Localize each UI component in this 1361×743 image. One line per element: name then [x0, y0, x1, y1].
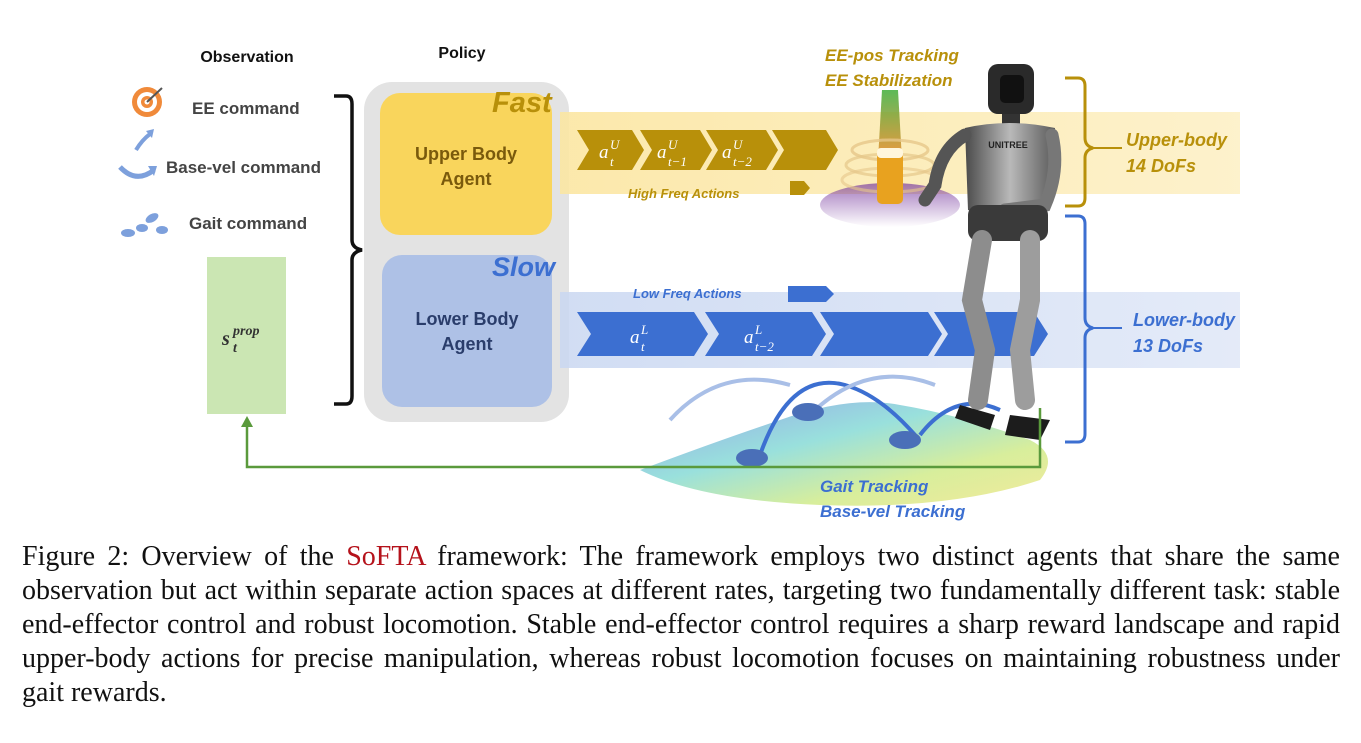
- upper-body-agent-box: [380, 93, 552, 235]
- terrain-illustration: [640, 374, 1048, 506]
- curved-arrow-icon: [118, 129, 157, 179]
- observation-item-ee: EE command: [192, 99, 300, 118]
- svg-text:a: a: [722, 142, 732, 163]
- upper-body-label: Upper-body: [1126, 130, 1228, 150]
- svg-text:L: L: [640, 322, 648, 337]
- upper-body-dofs: 14 DoFs: [1126, 156, 1196, 176]
- beer-glass-icon: [877, 152, 903, 204]
- lower-agent-line2: Agent: [442, 334, 493, 354]
- state-symbol: s: [221, 328, 230, 350]
- svg-text:t: t: [610, 154, 614, 169]
- lower-body-agent-box: [382, 255, 552, 407]
- fast-label: Fast: [492, 87, 553, 119]
- svg-text:a: a: [657, 142, 667, 163]
- observation-item-gait: Gait command: [189, 214, 307, 233]
- state-superscript: prop: [232, 324, 259, 339]
- lower-action-token-t: a t L: [630, 322, 648, 354]
- proprio-state-box: [207, 257, 286, 414]
- footprints-icon: [121, 213, 168, 237]
- svg-text:t: t: [641, 339, 645, 354]
- base-vel-tracking-label: Base-vel Tracking: [820, 502, 966, 521]
- lower-action-chevron: [577, 312, 708, 356]
- low-freq-arrow: [788, 286, 834, 302]
- observation-item-base-vel: Base-vel command: [166, 158, 321, 177]
- svg-text:U: U: [668, 137, 679, 152]
- state-subscript: t: [233, 341, 238, 356]
- caption-highlight-link[interactable]: SoFTA: [346, 541, 425, 572]
- upper-agent-line1: Upper Body: [415, 144, 517, 164]
- high-freq-label: High Freq Actions: [628, 186, 739, 201]
- lower-body-dofs: 13 DoFs: [1133, 336, 1203, 356]
- feedback-loop-arrow: [241, 408, 1042, 469]
- upper-action-chevrons: [577, 130, 838, 195]
- caption-body: framework: The framework employs two dis…: [22, 541, 1340, 708]
- svg-text:U: U: [733, 137, 744, 152]
- upper-action-token-t-2: a t−2 U: [722, 137, 752, 169]
- upper-action-chevron: [706, 130, 778, 170]
- upper-action-chevron: [577, 130, 644, 170]
- lower-action-token-t-2: a t−2 L: [744, 322, 774, 354]
- robot-logo: UNITREE: [988, 140, 1028, 150]
- svg-text:a: a: [744, 327, 754, 348]
- svg-text:t−2: t−2: [733, 154, 752, 169]
- upper-action-chevron: [640, 130, 712, 170]
- ee-pos-tracking-label: EE-pos Tracking: [825, 46, 959, 65]
- caption-prefix: Figure 2: Overview of the: [22, 541, 347, 572]
- upper-action-chevron: [772, 130, 838, 170]
- ee-stabilization-label: EE Stabilization: [825, 71, 953, 90]
- observation-brace: [334, 94, 363, 406]
- footprints-icon: [736, 403, 921, 467]
- lower-body-label: Lower-body: [1133, 310, 1236, 330]
- svg-text:L: L: [754, 322, 762, 337]
- policy-header: Policy: [438, 45, 485, 62]
- gait-tracking-label: Gait Tracking: [820, 477, 929, 496]
- upper-agent-line2: Agent: [441, 169, 492, 189]
- slow-label: Slow: [492, 252, 557, 282]
- lower-action-chevron: [705, 312, 826, 356]
- svg-text:a: a: [630, 327, 640, 348]
- observation-header: Observation: [200, 49, 293, 66]
- humanoid-robot: UNITREE: [918, 64, 1062, 440]
- svg-text:t−2: t−2: [755, 339, 774, 354]
- low-freq-label: Low Freq Actions: [633, 286, 742, 301]
- upper-action-token-t-1: a t−1 U: [657, 137, 687, 169]
- upper-action-token-t: a t U: [599, 137, 621, 169]
- high-freq-arrow: [790, 181, 810, 195]
- svg-text:U: U: [610, 137, 621, 152]
- svg-text:t−1: t−1: [668, 154, 687, 169]
- lower-agent-line1: Lower Body: [415, 309, 518, 329]
- target-icon: [132, 87, 163, 117]
- framework-diagram: Observation Policy EE command Base-vel c…: [118, 45, 1240, 521]
- lower-action-chevron: [820, 312, 942, 356]
- figure-caption: Figure 2: Overview of the SoFTA framewor…: [22, 540, 1340, 710]
- svg-text:a: a: [599, 142, 609, 163]
